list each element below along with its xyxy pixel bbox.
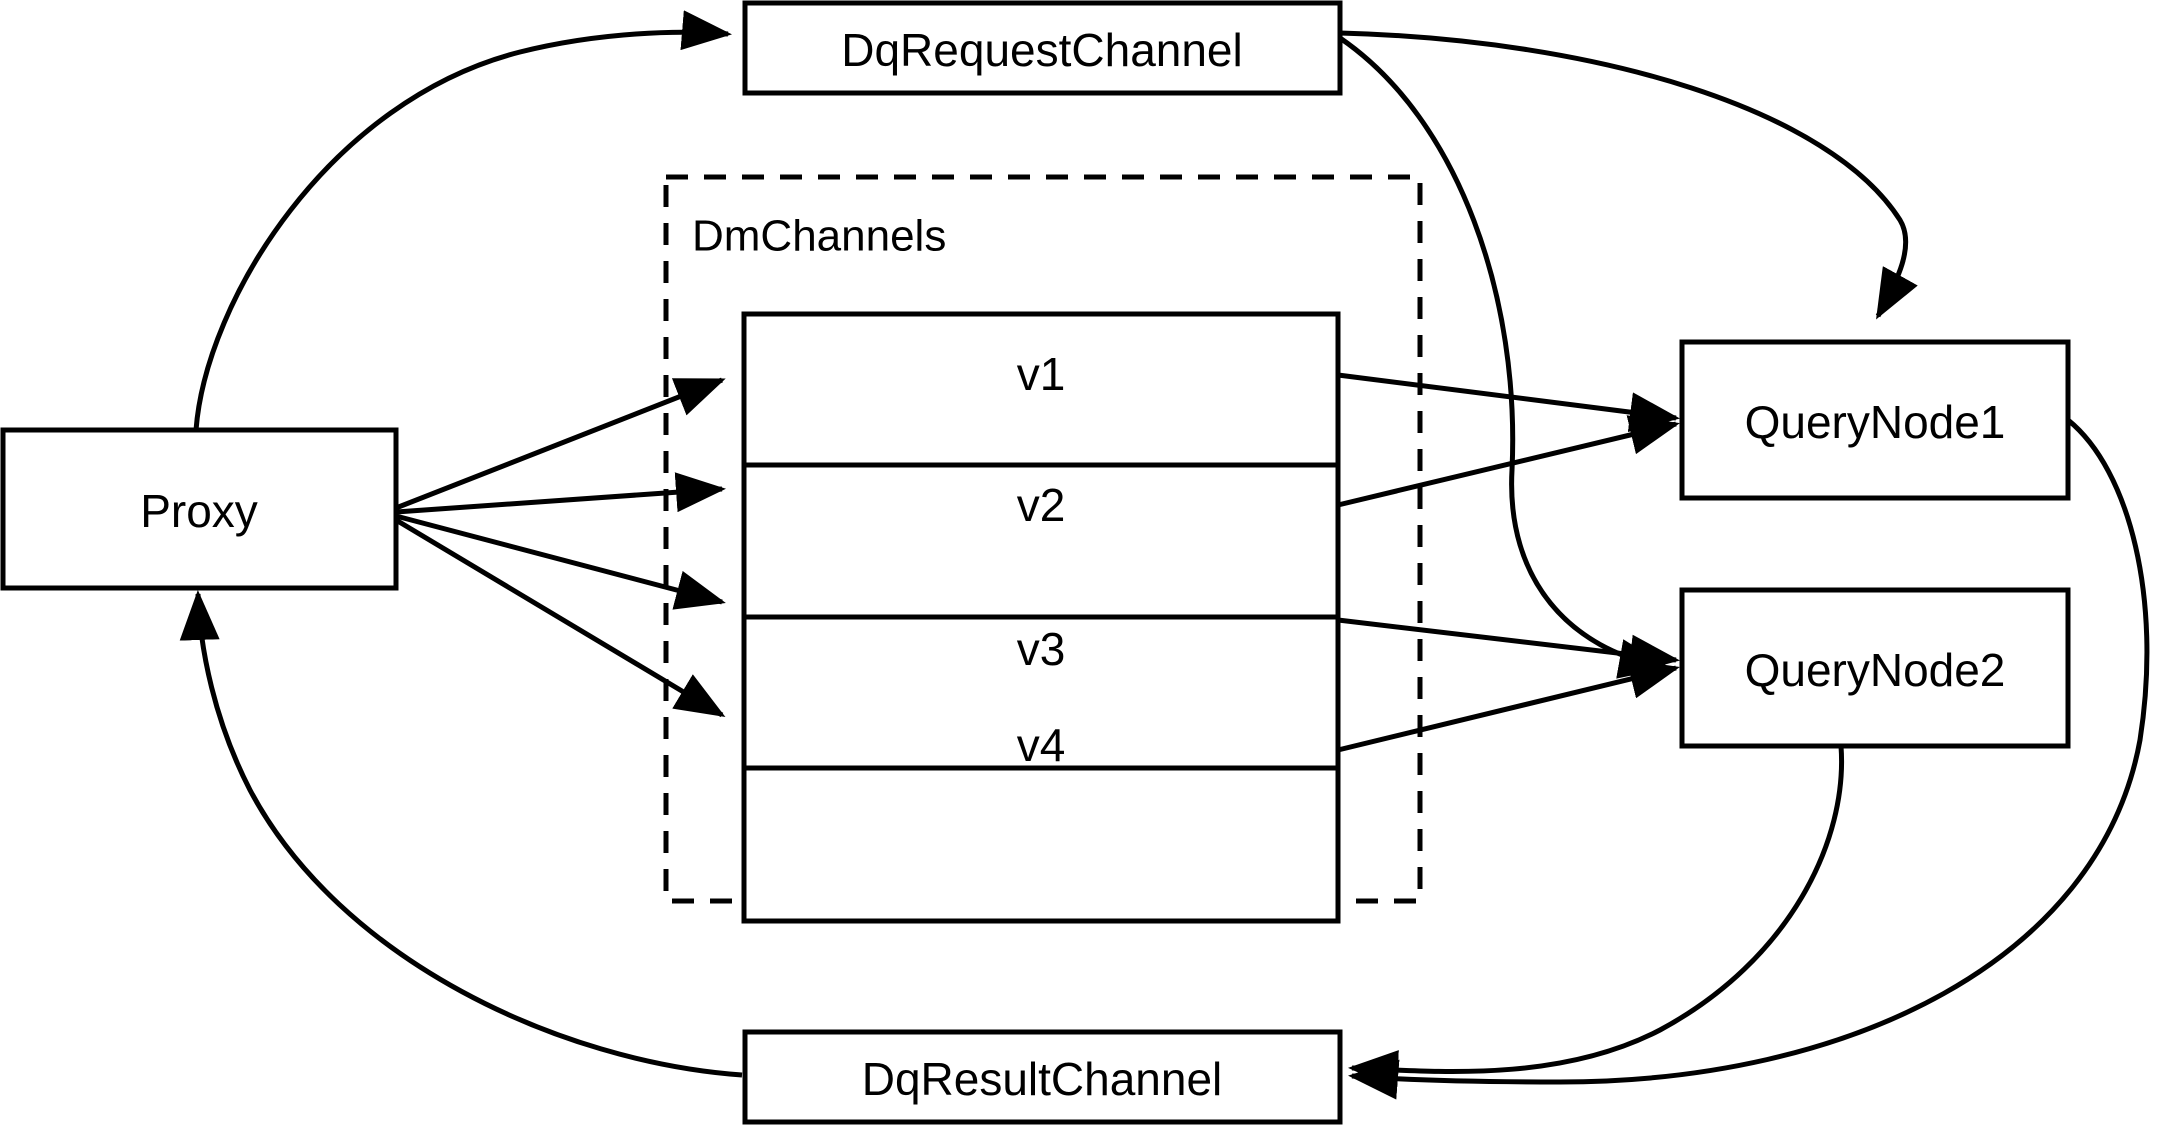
edge-query-node-2-to-dq-result-channel: [1348, 745, 1845, 1091]
dm-channel-row-label-v1: v1: [1017, 348, 1066, 400]
dm-channel-row-v1[interactable]: v1: [1017, 348, 1066, 400]
dq-request-channel-label: DqRequestChannel: [841, 24, 1243, 76]
edge-query-node-1-to-dq-result-channel: [1348, 418, 2150, 1100]
node-dq-request-channel[interactable]: DqRequestChannel: [742, 0, 1343, 96]
edge-proxy-to-v1: [395, 377, 726, 511]
dm-channels-group-label: DmChannels: [692, 212, 946, 261]
query-node-1-label: QueryNode1: [1745, 396, 2006, 448]
query-node-2-label: QueryNode2: [1745, 644, 2006, 696]
edge-proxy-to-v3: [395, 513, 726, 610]
edge-proxy-to-dq-request-channel: [193, 10, 732, 431]
node-dq-result-channel[interactable]: DqResultChannel: [742, 1029, 1343, 1125]
edge-proxy-to-v4: [394, 517, 726, 718]
dm-channel-row-v4[interactable]: v4: [1017, 719, 1066, 771]
edge-v4-to-query-node-2: [1337, 659, 1680, 753]
edge-v2-to-query-node-1: [1337, 415, 1680, 508]
node-query-node-1[interactable]: QueryNode1: [1679, 339, 2071, 501]
dm-channel-row-label-v3: v3: [1017, 623, 1066, 675]
edge-v1-to-query-node-1: [1337, 372, 1680, 433]
dm-channel-row-label-v4: v4: [1017, 719, 1066, 771]
dq-result-channel-label: DqResultChannel: [862, 1053, 1223, 1105]
proxy-label: Proxy: [140, 485, 258, 537]
dm-channel-row-label-v2: v2: [1017, 479, 1066, 531]
dm-channel-row-v3[interactable]: v3: [1017, 623, 1066, 675]
dm-channels-group: DmChannels: [663, 174, 1423, 904]
edge-dq-request-channel-to-query-node-2: [1338, 35, 1669, 679]
dm-channel-row-v2[interactable]: v2: [1017, 479, 1066, 531]
dm-channels-table: v1 v2 v3 v4: [741, 311, 1341, 924]
edge-proxy-to-v2: [395, 472, 726, 515]
edge-dq-result-channel-to-proxy: [179, 590, 743, 1078]
edge-dq-request-channel-to-query-node-1: [1339, 30, 1918, 320]
node-query-node-2[interactable]: QueryNode2: [1679, 587, 2071, 749]
node-proxy[interactable]: Proxy: [0, 427, 399, 591]
